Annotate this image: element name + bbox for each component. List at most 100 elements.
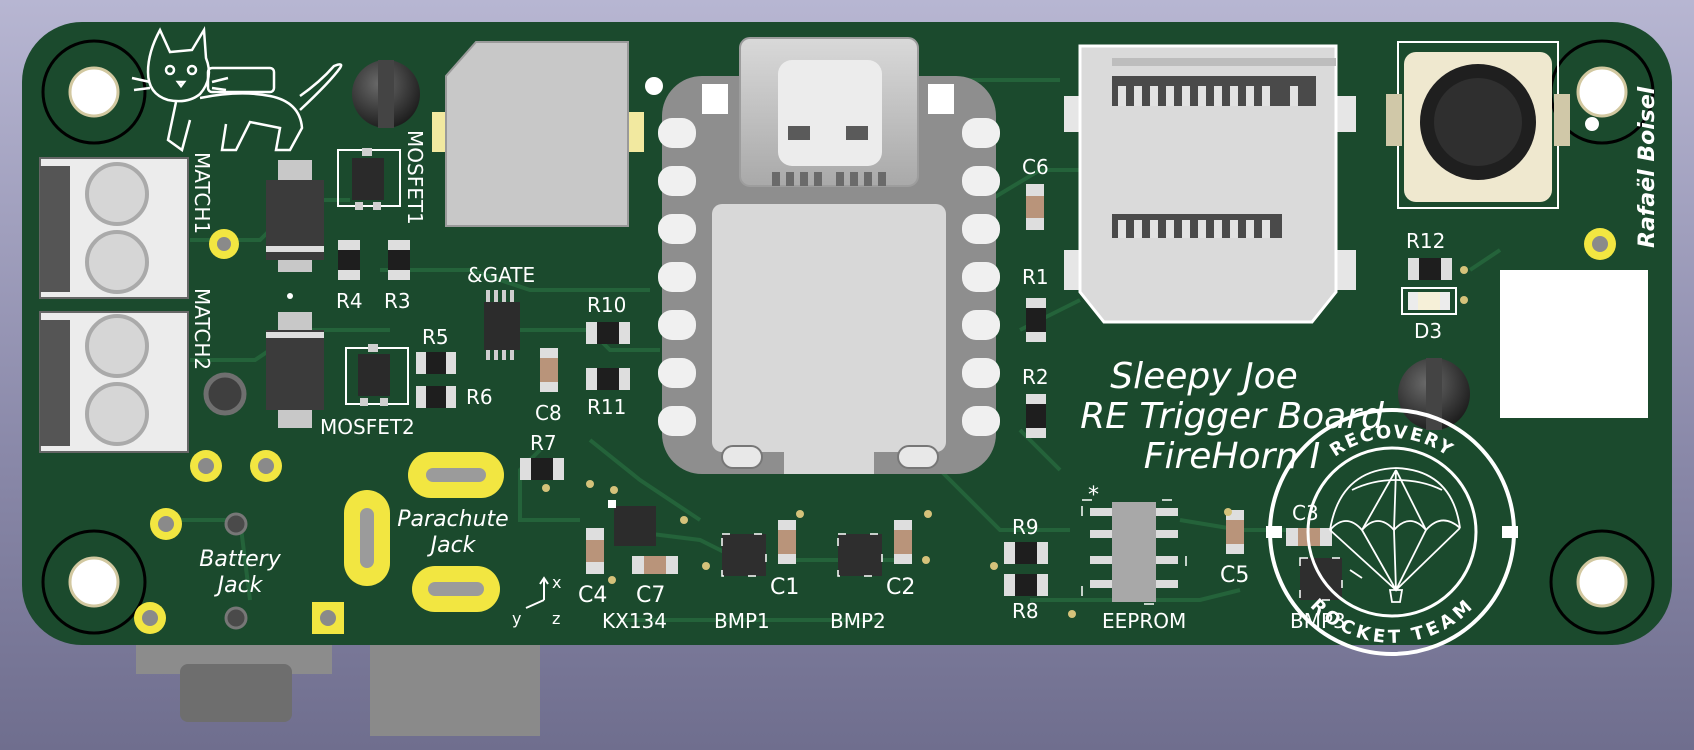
axis-x-label: x (552, 573, 561, 592)
usb-c-connector (739, 37, 919, 187)
label-bmp2: BMP2 (830, 609, 886, 633)
polarity-dot (287, 293, 293, 299)
vias (542, 266, 1468, 618)
author-signature: Rafaël Boisel (1635, 86, 1660, 248)
resistor-r5 (416, 352, 456, 374)
board-title-line1: Sleepy Joe (1110, 356, 1298, 397)
label-r7: R7 (530, 431, 557, 455)
capacitor-c8 (540, 348, 558, 392)
label-c7: C7 (636, 583, 665, 608)
label-c2: C2 (886, 575, 915, 600)
mounting-hole-bl (41, 529, 147, 635)
label-mosfet2: MOSFET2 (320, 415, 415, 439)
capacitor-c5 (1226, 510, 1244, 554)
resistor-r10 (586, 322, 630, 344)
standoff-left-slot (378, 60, 394, 128)
label-parachute-line2: Jack (427, 533, 477, 558)
bmp1-sensor (721, 533, 767, 577)
resistor-r4 (338, 240, 360, 280)
diode-d2 (266, 312, 324, 428)
label-c8: C8 (535, 401, 562, 425)
resistor-r9 (1004, 542, 1048, 564)
parachute-logo-icon (1329, 467, 1461, 603)
label-c5: C5 (1220, 563, 1249, 588)
xiao-castellated-pads (658, 118, 1000, 436)
resistor-r7 (520, 458, 564, 480)
mosfet2 (345, 344, 409, 406)
switch-pin1-marker (1585, 117, 1599, 131)
screw-terminal-match2 (39, 311, 189, 453)
label-mosfet1: MOSFET1 (403, 130, 427, 225)
tactile-switch (1386, 41, 1570, 209)
label-r8: R8 (1012, 599, 1039, 623)
eeprom-ic (1081, 499, 1187, 605)
label-r1: R1 (1022, 265, 1049, 289)
label-r5: R5 (422, 325, 449, 349)
label-r2: R2 (1022, 365, 1049, 389)
sd-connector-body (370, 636, 540, 736)
and-gate-ic (484, 290, 520, 360)
parachute-slot-top (426, 468, 486, 482)
label-kx134: KX134 (602, 609, 667, 633)
label-c4: C4 (578, 583, 607, 608)
board-title-line3: FireHorn I (1144, 436, 1320, 477)
capacitor-c2 (894, 520, 912, 564)
axis-y-label: y (512, 609, 521, 628)
resistor-r2 (1026, 394, 1046, 438)
diode-d1 (266, 160, 324, 272)
resistor-r1 (1026, 298, 1046, 342)
label-battery-line1: Battery (199, 547, 281, 572)
resistor-r6 (416, 386, 456, 408)
resistor-r12 (1408, 258, 1452, 280)
mounting-hole-br (1549, 529, 1655, 635)
via-pad-left-hole (217, 237, 231, 251)
label-r4: R4 (336, 289, 363, 313)
label-c1: C1 (770, 575, 799, 600)
eeprom-pin1-marker: * (1088, 483, 1099, 508)
resistor-r8 (1004, 574, 1048, 596)
standoff-right-slot (1426, 358, 1442, 430)
label-c3: C3 (1292, 501, 1319, 525)
axis-z-label: z (552, 609, 560, 628)
capacitor-c1 (778, 520, 796, 564)
label-r11: R11 (587, 395, 626, 419)
label-and-gate: &GATE (467, 263, 535, 287)
label-bmp1: BMP1 (714, 609, 770, 633)
battery-jack-pads (134, 450, 344, 634)
resistor-r3 (388, 240, 410, 280)
cat-silkscreen-icon (131, 25, 343, 153)
recovery-team-logo (1266, 408, 1518, 656)
board-title-line2: RE Trigger Board (1080, 396, 1385, 437)
capacitor-c4 (586, 528, 604, 574)
label-r6: R6 (466, 385, 493, 409)
mosfet1 (337, 148, 401, 210)
white-pad-square (1500, 270, 1648, 418)
label-r10: R10 (587, 293, 626, 317)
label-r3: R3 (384, 289, 411, 313)
capacitor-c7 (632, 556, 678, 574)
capacitor-c6 (1026, 184, 1044, 230)
label-eeprom: EEPROM (1102, 609, 1186, 633)
sd-card-socket (1064, 44, 1356, 324)
parachute-slot-left (360, 508, 374, 568)
bmp2-sensor (837, 533, 883, 577)
mounting-hole-tl (41, 39, 147, 145)
axes-marker-icon (525, 576, 549, 609)
label-d3: D3 (1414, 319, 1442, 343)
kx134-ic (608, 500, 656, 546)
label-r9: R9 (1012, 515, 1039, 539)
micro-sd-socket-left (432, 41, 644, 227)
label-match1: MATCH1 (190, 152, 214, 234)
resistor-r11 (586, 368, 630, 390)
label-parachute-line1: Parachute (397, 507, 508, 532)
pin1-marker (645, 77, 663, 95)
led-d3 (1401, 287, 1457, 315)
hole-match2 (203, 372, 247, 416)
label-c6: C6 (1022, 155, 1049, 179)
label-r12: R12 (1406, 229, 1445, 253)
parachute-slot-bottom (428, 582, 484, 596)
label-battery-line2: Jack (214, 573, 264, 598)
battery-jack-body (136, 636, 332, 722)
label-match2: MATCH2 (190, 288, 214, 370)
